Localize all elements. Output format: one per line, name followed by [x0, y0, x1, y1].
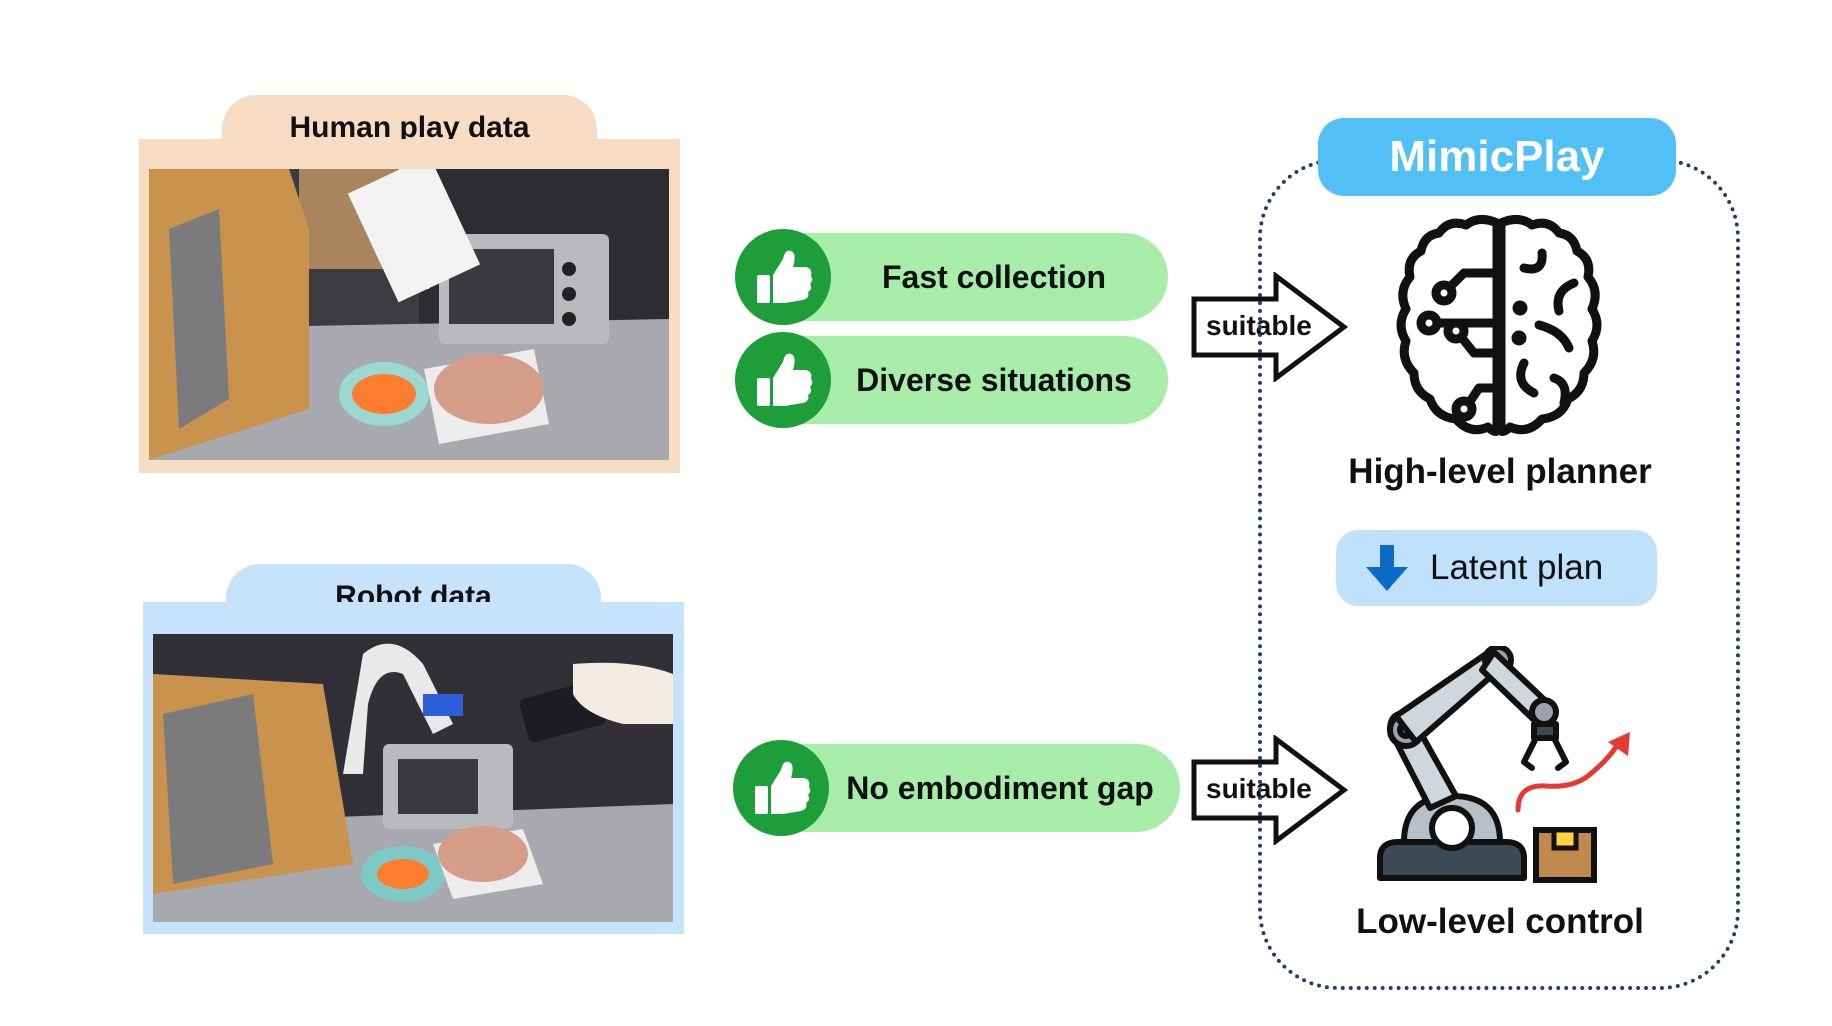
fast-collection-label: Fast collection — [881, 258, 1107, 295]
robot-data-panel — [143, 602, 684, 934]
no-embodiment-gap-pill: No embodiment gap — [760, 744, 1180, 832]
brain-circuit-icon — [1394, 213, 1604, 443]
thumbs-up-icon — [733, 740, 829, 836]
no-embodiment-gap-label: No embodiment gap — [846, 769, 1154, 806]
diverse-situations-pill: Diverse situations — [760, 336, 1168, 424]
human-panel-title: Human play data — [289, 111, 530, 144]
latent-plan-box: Latent plan — [1336, 530, 1657, 606]
down-arrow-icon — [1366, 545, 1408, 591]
robot-data-photo — [153, 634, 673, 922]
high-level-planner-label: High-level planner — [1348, 452, 1652, 491]
human-play-panel — [139, 139, 680, 473]
robot-arm-icon — [1376, 644, 1646, 886]
fast-collection-pill: Fast collection — [760, 233, 1168, 321]
thumbs-up-icon — [735, 332, 831, 428]
thumbs-up-icon — [735, 229, 831, 325]
human-play-photo — [149, 169, 669, 460]
box-icon — [1532, 826, 1598, 884]
low-level-control-label: Low-level control — [1356, 902, 1644, 941]
diverse-situations-label: Diverse situations — [856, 361, 1132, 398]
red-curved-arrow-icon — [1512, 730, 1644, 814]
mimicplay-title: MimicPlay — [1318, 118, 1676, 196]
latent-plan-label: Latent plan — [1430, 548, 1604, 587]
mimicplay-title-text: MimicPlay — [1389, 132, 1605, 181]
